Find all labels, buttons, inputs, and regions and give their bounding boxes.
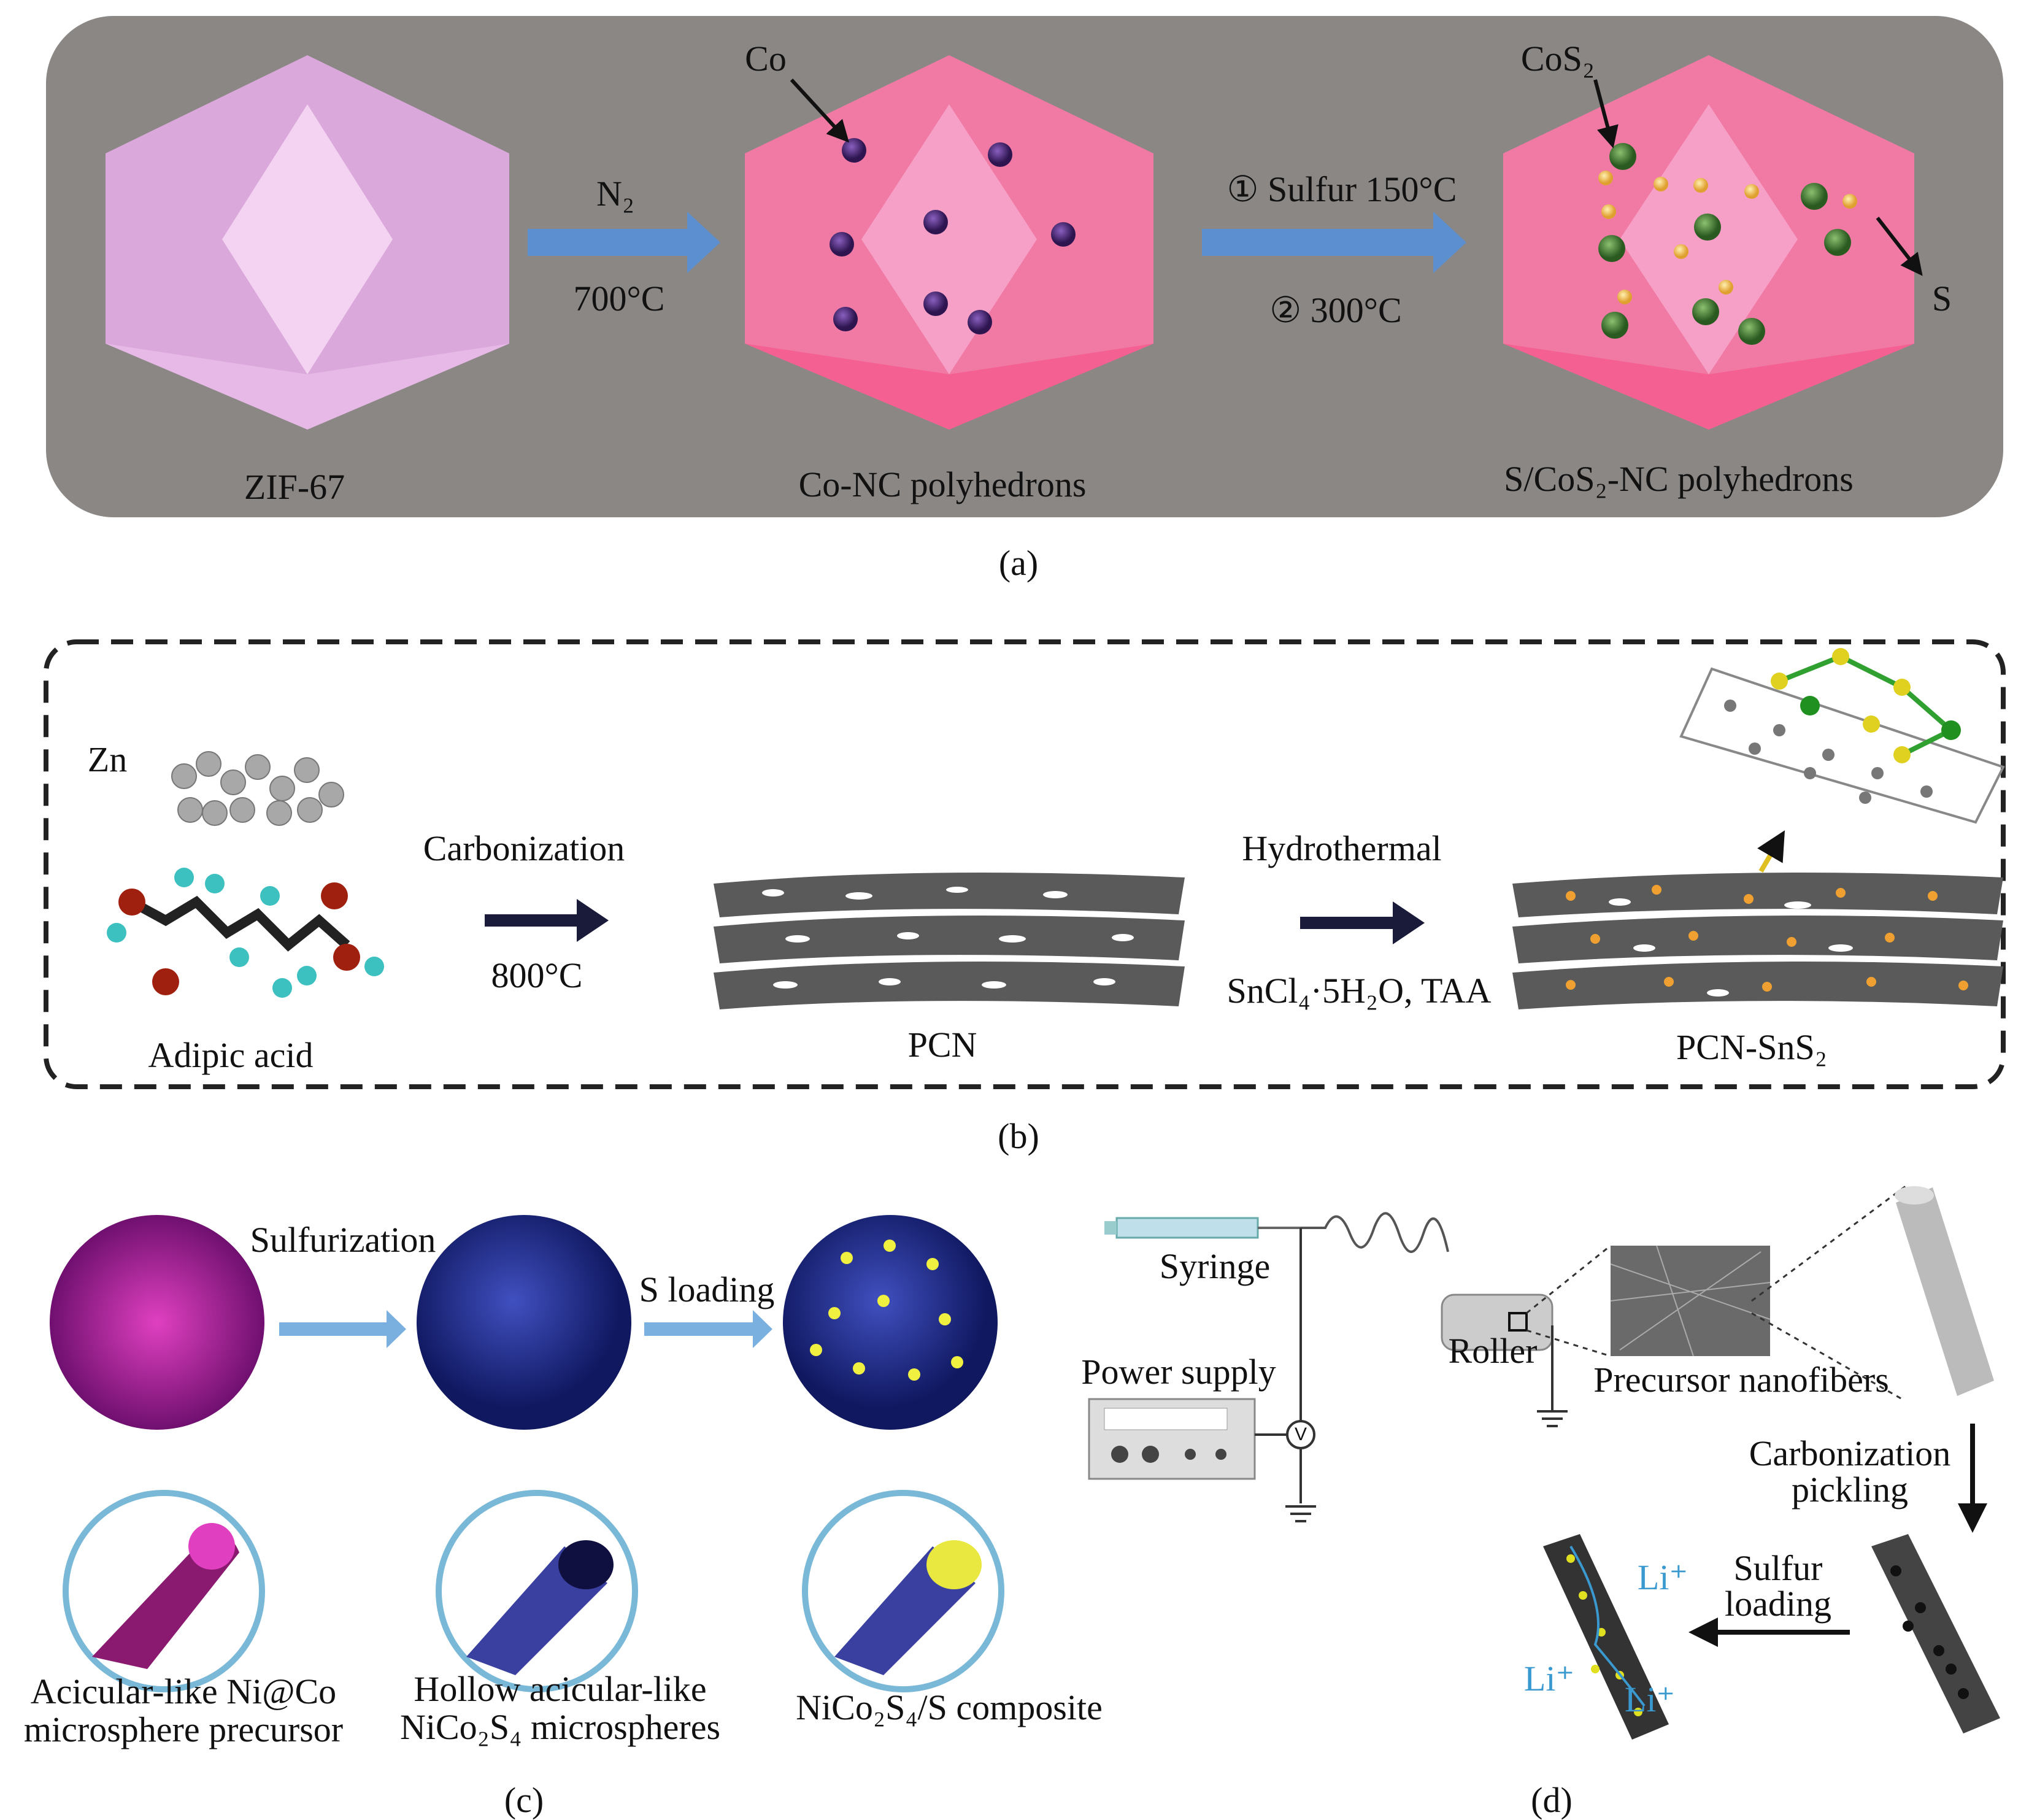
hollow-nico2s4-sphere xyxy=(417,1215,631,1430)
pcn-sheets xyxy=(714,873,1185,1009)
power-supply-icon xyxy=(1088,1398,1256,1480)
carbonization-label: Carbonization xyxy=(423,828,625,868)
sns2-lattice-inset xyxy=(1679,648,2005,824)
sulfur-step-label: ① Sulfur 150°C xyxy=(1226,169,1457,209)
voltmeter-icon xyxy=(1286,1420,1315,1449)
li-ion-label: Li⁺ xyxy=(1523,1659,1575,1699)
sulfur-loaded-fiber xyxy=(1543,1534,1669,1740)
co-nc-label: Co-NC polyhedrons xyxy=(798,465,1087,504)
precursor-label-line2: microsphere precursor xyxy=(23,1710,344,1749)
sulfur-loading-label-line1: Sulfur xyxy=(1733,1548,1823,1588)
zif67-label: ZIF-67 xyxy=(244,467,345,507)
co-pointer-arrow xyxy=(790,78,850,143)
magnified-tip-1 xyxy=(63,1490,265,1692)
syringe-icon xyxy=(1104,1217,1301,1239)
li-ion-label: Li⁺ xyxy=(1637,1557,1688,1597)
sulfur-loading-label-line2: loading xyxy=(1725,1584,1831,1624)
syringe-label: Syringe xyxy=(1159,1246,1271,1286)
co-label: Co xyxy=(745,39,787,79)
carbonization-label-line1: Carbonization xyxy=(1749,1433,1951,1473)
s-cos2-nc-label: S/CoS₂-NC polyhedrons xyxy=(1504,459,1854,499)
temp-800-label: 800°C xyxy=(491,955,583,995)
cos2-label: CoS₂ xyxy=(1520,39,1595,79)
carbonization-label-line2: pickling xyxy=(1791,1470,1909,1510)
caption-b: (b) xyxy=(998,1116,1039,1156)
co-particles xyxy=(830,138,1076,334)
hollow-label-line1: Hollow acicular-like xyxy=(414,1669,707,1709)
cos2-pointer-arrow xyxy=(1593,79,1619,148)
caption-d: (d) xyxy=(1531,1780,1573,1820)
hollow-label-line2: NiCo₂S₄ microspheres xyxy=(399,1707,721,1747)
sulfurization-label: Sulfurization xyxy=(250,1220,436,1260)
power-supply-label: Power supply xyxy=(1081,1352,1276,1392)
cos2-particles xyxy=(1598,143,1851,345)
magnified-tip-2 xyxy=(436,1490,638,1692)
ni-co-precursor-sphere xyxy=(50,1215,264,1430)
zoom-arrow xyxy=(1757,830,1785,873)
reagents-label: SnCl₄·5H₂O, TAA xyxy=(1226,971,1492,1011)
heating-step-label: ② 300°C xyxy=(1269,290,1402,330)
arrow-carbonization xyxy=(485,899,609,942)
roller-label: Roller xyxy=(1448,1331,1538,1371)
ground-symbol-2 xyxy=(1537,1410,1568,1427)
precursor-label-line1: Acicular-like Ni@Co xyxy=(30,1672,337,1711)
arrow-n2 xyxy=(528,212,720,273)
pcn-sns2-sheets xyxy=(1512,873,2003,1009)
porous-carbon-fiber xyxy=(1871,1534,2000,1733)
single-nanofiber xyxy=(1895,1186,1994,1396)
zif67-polyhedron xyxy=(106,55,509,430)
spinning-jet xyxy=(1301,1212,1449,1253)
pcn-label: PCN xyxy=(907,1025,977,1065)
voltmeter-label: V xyxy=(1294,1424,1307,1444)
ground-symbol-1 xyxy=(1285,1505,1316,1522)
nico2s4-s-sphere xyxy=(783,1215,998,1430)
arrow-sulfurization xyxy=(279,1310,406,1348)
arrow-s-loading xyxy=(644,1310,772,1348)
caption-a: (a) xyxy=(998,543,1039,583)
n2-label: N₂ xyxy=(596,174,635,214)
panel-b-dashed-box xyxy=(44,639,2006,1089)
roller-icon xyxy=(1441,1294,1554,1351)
arrow-hydrothermal xyxy=(1300,901,1425,944)
s-pointer-arrow xyxy=(1876,217,1923,276)
zinc-atoms xyxy=(171,751,344,826)
temp-700-label: 700°C xyxy=(573,279,665,318)
s-label: S xyxy=(1931,279,1952,318)
s-loading-label: S loading xyxy=(639,1270,775,1309)
adipic-acid-molecule xyxy=(107,868,384,998)
hydrothermal-label: Hydrothermal xyxy=(1242,828,1442,868)
scos2-polyhedron xyxy=(1503,55,1914,430)
arrow-sulfur xyxy=(1202,212,1466,273)
adipic-acid-label: Adipic acid xyxy=(148,1035,314,1075)
caption-c: (c) xyxy=(504,1780,544,1820)
pcn-sns2-label: PCN-SnS₂ xyxy=(1676,1027,1827,1067)
li-ion-label: Li⁺ xyxy=(1624,1679,1676,1719)
composite-label: NiCo₂S₄/S composite xyxy=(796,1687,1103,1727)
nanofibers-label: Precursor nanofibers xyxy=(1593,1360,1889,1400)
sulfur-particles xyxy=(1598,171,1857,304)
magnified-tip-3 xyxy=(802,1490,1004,1692)
zn-label: Zn xyxy=(87,739,128,779)
